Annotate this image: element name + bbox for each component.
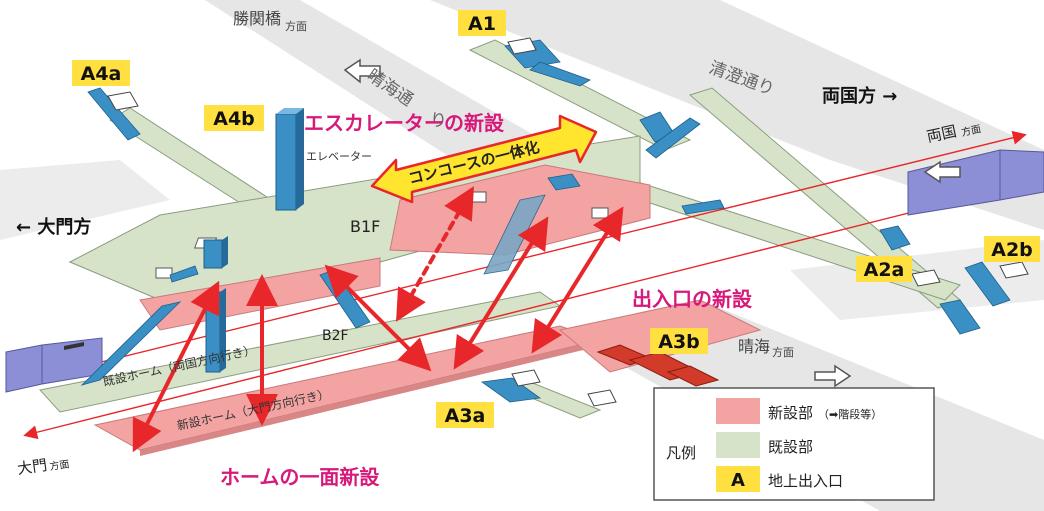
legend-new-label: 新設部 [768,404,813,422]
svg-text:A3b: A3b [658,331,700,353]
ryogoku-dir-label: 両国 [925,122,958,146]
harumi-dir-label: 晴海 [738,337,770,356]
arrow-b2-left [132,280,220,453]
daimon-dir-suffix: 方面 [49,457,71,473]
legend-exit-letter: A [731,470,745,491]
arrow-dashed [396,186,474,322]
road-arrow-icon [814,364,852,388]
stairs-a2b [964,261,1011,307]
b1f-opening [591,207,609,219]
exit-box-a3a [511,369,541,387]
road-left [0,160,170,240]
stairs-b1-top [547,173,581,191]
exit-box-a1 [507,37,537,55]
stairs-a3a [480,377,542,403]
ryogoku-dir-suffix: 方面 [960,122,982,139]
callouts: エスカレーターの新設 出入口の新設 ホームの一面新設 [220,111,753,489]
exit-box-a4a [107,91,139,111]
a3b-stairs-3 [666,365,720,387]
arrow-b2-mid2 [453,216,549,370]
exit-badge-a2a: A2a [856,256,912,282]
b1f-opening [155,267,173,279]
road-kachidoki [205,0,560,170]
road-arrow-icon [343,58,381,84]
elevator-pillar-a4b [275,108,304,211]
b1f-opening [469,191,487,203]
daimon-side-label: ← 大門方 [16,216,91,238]
ryogoku-side-label: 両国方 → [822,85,897,107]
arrow-b2-mid [324,264,432,372]
kachidoki-bashi-label: 勝関橋 [233,9,281,28]
escalator-new-callout: エスカレーターの新設 [304,111,505,135]
concourse-arrow-shape [370,114,598,204]
stairs-a1b [529,61,591,87]
exit-box-a2a [911,269,941,287]
svg-text:A2b: A2b [991,239,1033,261]
legend-new-note: （➡階段等） [818,407,882,421]
legend-swatch-existing [716,432,760,458]
exit-badge-a3a: A3a [436,402,494,428]
legend-title: 凡例 [666,444,696,462]
exit-badge-a1: A1 [458,10,506,36]
exit-badge-a4a: A4a [72,60,130,86]
b1f-label: B1F [350,217,380,236]
legend-swatch-new [716,398,760,424]
exit-openings [107,37,1029,407]
stairs-a4a [87,87,141,141]
elevator-pillar-b1 [203,236,228,269]
svg-text:A3a: A3a [445,405,486,427]
exit-badge-a4b: A4b [204,105,264,131]
exit-new-callout: 出入口の新設 [632,287,753,311]
road-arrow-icon [923,160,961,184]
arrow-b2-right [531,206,624,354]
svg-text:A1: A1 [468,13,496,35]
b2f-label: B2F [322,328,349,344]
harumi-dori-end-label: り [430,111,447,131]
exit-badge-a2b: A2b [984,236,1040,262]
daimon-dir-label: 大門 [16,456,48,478]
kachidoki-dir-label: 方面 [285,19,307,33]
access-arrows [132,186,624,453]
road-arrows [343,58,961,388]
exit-box-a2b [999,261,1029,279]
legend-swatch-exit [716,466,760,492]
legend-exit-label: 地上出入口 [768,472,843,490]
exit-box-lower [587,389,617,407]
stairs-a2c [939,299,981,335]
svg-text:A4b: A4b [213,108,255,130]
svg-text:A4a: A4a [81,63,122,85]
exit-badges: A1 A4a A4b A2a A2b A3b A3a [72,10,1040,428]
stairs-a2a [879,225,911,251]
harumi-dir-suffix: 方面 [772,345,794,359]
elevator-label: エレベーター [306,150,372,163]
stairs-b1-left-top [169,265,199,283]
platform-new-callout: ホームの一面新設 [220,465,380,489]
svg-text:A2a: A2a [864,259,905,281]
exit-badge-a3b: A3b [650,328,708,354]
legend-box [653,387,935,501]
stairs-b1-right [681,199,725,215]
legend: 凡例 新設部 （➡階段等） 既設部 A 地上出入口 [653,387,935,501]
legend-existing-label: 既設部 [768,438,813,456]
stairs-kiyosumi-b [645,117,701,159]
